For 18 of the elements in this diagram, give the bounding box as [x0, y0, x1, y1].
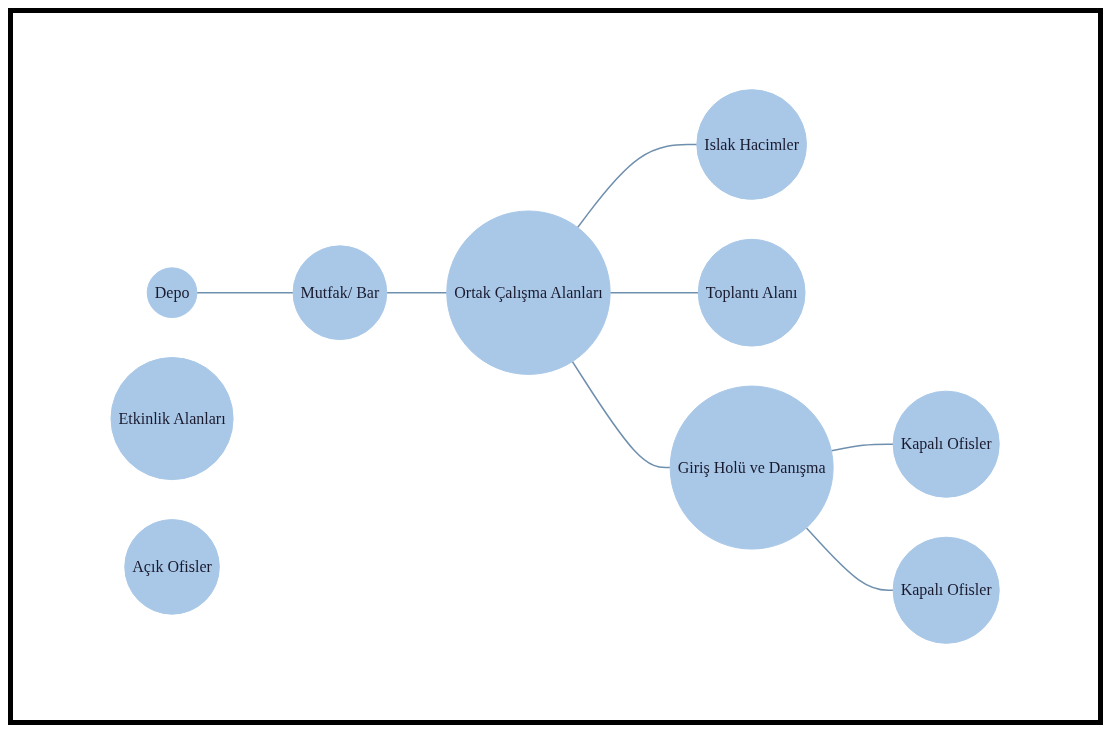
node-circle	[147, 267, 198, 319]
connector	[806, 527, 895, 591]
connector	[386, 291, 448, 294]
node-circle	[293, 245, 388, 341]
connector	[572, 360, 672, 469]
node-circle	[110, 357, 234, 481]
node-circle	[698, 238, 806, 347]
node-circle	[893, 536, 1001, 644]
node-circle	[124, 519, 221, 615]
node-circle	[446, 210, 612, 375]
node-circle	[670, 385, 835, 550]
connector	[609, 291, 700, 294]
frame-border: Depo Etkinlik Alanları Islak Hacimler Mutfak/ Bar Ortak Çalışma Alanları Toplantı Alanı Kapalı Ofisler Giriş Holü ve Danışma Kapalı Ofisler Açık Ofisler	[8, 8, 1103, 725]
connector	[831, 443, 895, 452]
connector	[577, 143, 698, 229]
node-circle	[893, 390, 1001, 498]
connector	[196, 291, 295, 294]
node-circle	[696, 89, 808, 200]
